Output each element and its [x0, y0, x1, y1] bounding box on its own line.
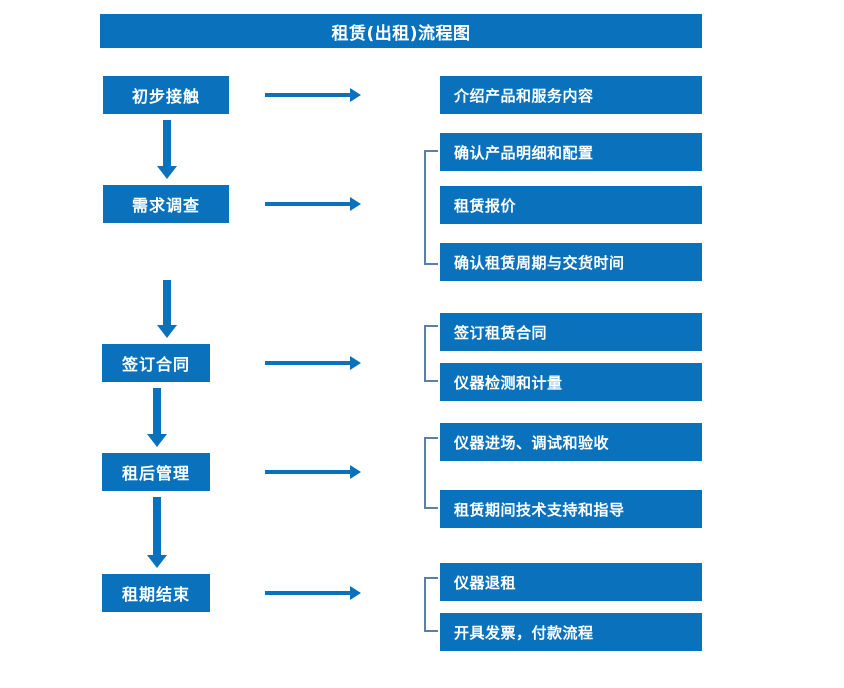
detail-box-instrument-inspection[interactable]: 仪器检测和计量 [440, 363, 702, 401]
detail-box-rental-quotation[interactable]: 租赁报价 [440, 186, 702, 224]
group-bracket-demand-survey [424, 150, 438, 265]
vertical-arrow-contract-to-management [147, 388, 167, 447]
diagram-title: 租赁(出租)流程图 [100, 14, 702, 48]
horizontal-arrow-rental-end [265, 586, 361, 600]
stage-box-demand-survey[interactable]: 需求调查 [103, 185, 229, 223]
group-bracket-rental-end [424, 577, 438, 632]
detail-box-confirm-product-details[interactable]: 确认产品明细和配置 [440, 133, 702, 171]
detail-box-introduce-products[interactable]: 介绍产品和服务内容 [440, 76, 702, 114]
group-bracket-post-rental [424, 437, 438, 509]
detail-box-confirm-rental-period[interactable]: 确认租赁周期与交货时间 [440, 243, 702, 281]
vertical-arrow-initial-to-demand [157, 120, 177, 179]
stage-box-rental-end[interactable]: 租期结束 [102, 574, 210, 612]
vertical-arrow-demand-to-contract [157, 280, 177, 338]
stage-box-sign-contract[interactable]: 签订合同 [102, 344, 210, 382]
detail-box-instrument-return[interactable]: 仪器退租 [440, 563, 702, 601]
detail-box-invoice-payment[interactable]: 开具发票，付款流程 [440, 613, 702, 651]
stage-box-post-rental-management[interactable]: 租后管理 [102, 453, 210, 491]
stage-box-initial-contact[interactable]: 初步接触 [103, 76, 229, 114]
detail-box-sign-rental-contract[interactable]: 签订租赁合同 [440, 313, 702, 351]
vertical-arrow-management-to-end [147, 497, 167, 568]
horizontal-arrow-demand-survey [265, 197, 361, 211]
horizontal-arrow-post-rental [265, 465, 361, 479]
detail-box-technical-support[interactable]: 租赁期间技术支持和指导 [440, 490, 702, 528]
horizontal-arrow-initial-contact [265, 88, 361, 102]
detail-box-instrument-entry-commissioning[interactable]: 仪器进场、调试和验收 [440, 423, 702, 461]
group-bracket-sign-contract [424, 325, 438, 382]
horizontal-arrow-sign-contract [265, 356, 361, 370]
